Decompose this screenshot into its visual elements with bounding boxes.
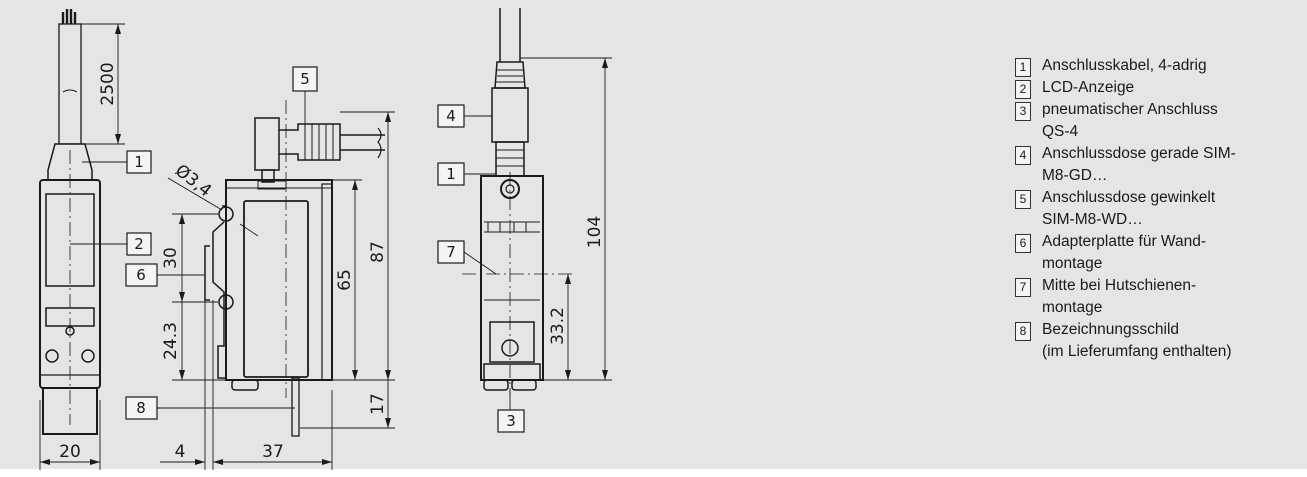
legend-line: SIM-M8-WD… bbox=[1042, 211, 1143, 228]
legend-line: M8-GD… bbox=[1042, 167, 1108, 184]
legend-number: 5 bbox=[1015, 190, 1031, 209]
svg-text:4: 4 bbox=[446, 107, 456, 125]
dim-lower-hole: 24.3 bbox=[161, 322, 181, 360]
callout-1-rear: 1 bbox=[437, 162, 465, 186]
front-view bbox=[39, 9, 127, 470]
legend: 1 Anschlusskabel, 4-adrig 2 LCD-Anzeige 3 pne… bbox=[1015, 57, 1305, 365]
svg-text:5: 5 bbox=[300, 70, 310, 88]
legend-line: Adapterplatte für Wand- bbox=[1042, 233, 1206, 250]
dim-right-height: 104 bbox=[585, 216, 605, 248]
callout-5: 5 bbox=[292, 66, 318, 92]
svg-text:8: 8 bbox=[136, 399, 146, 417]
legend-line: (im Lieferumfang enthalten) bbox=[1042, 343, 1232, 360]
dim-depth: 37 bbox=[262, 442, 284, 462]
legend-line: Anschlussdose gerade SIM- bbox=[1042, 145, 1236, 162]
callout-1-front: 1 bbox=[126, 150, 152, 174]
legend-item-2: 2 LCD-Anzeige bbox=[1015, 79, 1305, 99]
legend-item-7: 7 Mitte bei Hutschienen-montage bbox=[1015, 277, 1305, 319]
legend-line: montage bbox=[1042, 255, 1103, 272]
callout-7: 7 bbox=[437, 240, 465, 264]
callout-2: 2 bbox=[126, 232, 152, 256]
legend-number: 2 bbox=[1015, 80, 1031, 99]
legend-number: 3 bbox=[1015, 102, 1031, 121]
legend-text: LCD-Anzeige bbox=[1042, 77, 1134, 99]
legend-line: Anschlusskabel, 4-adrig bbox=[1042, 57, 1207, 74]
legend-number: 6 bbox=[1015, 234, 1031, 253]
dim-hole-spacing: 30 bbox=[161, 247, 181, 269]
legend-line: Anschlussdose gewinkelt bbox=[1042, 189, 1216, 206]
legend-item-6: 6 Adapterplatte für Wand-montage bbox=[1015, 233, 1305, 275]
svg-text:6: 6 bbox=[136, 266, 146, 284]
legend-line: QS-4 bbox=[1042, 123, 1079, 140]
svg-text:1: 1 bbox=[134, 153, 144, 171]
legend-text: Anschlusskabel, 4-adrig bbox=[1042, 55, 1207, 77]
dim-total-height: 87 bbox=[368, 241, 388, 263]
legend-item-1: 1 Anschlusskabel, 4-adrig bbox=[1015, 57, 1305, 77]
dim-body-height: 65 bbox=[335, 269, 355, 291]
legend-text: Bezeichnungsschild (im Lieferumfang entha… bbox=[1042, 319, 1232, 363]
svg-text:7: 7 bbox=[446, 243, 456, 261]
dim-plate-offset: 4 bbox=[175, 442, 186, 462]
legend-line: Bezeichnungsschild bbox=[1042, 321, 1180, 338]
legend-text: Adapterplatte für Wand-montage bbox=[1042, 231, 1206, 275]
dim-cable-length: 2500 bbox=[98, 62, 118, 105]
legend-text: Mitte bei Hutschienen-montage bbox=[1042, 275, 1196, 319]
callout-6: 6 bbox=[125, 263, 158, 287]
legend-number: 8 bbox=[1015, 322, 1031, 341]
dim-center-height: 33.2 bbox=[548, 307, 568, 345]
callout-3: 3 bbox=[497, 409, 525, 433]
svg-text:3: 3 bbox=[506, 412, 516, 430]
svg-text:1: 1 bbox=[446, 165, 456, 183]
dimension-drawing: 2500 20 Ø3,4 30 24.3 65 87 17 4 37 104 3… bbox=[39, 8, 612, 470]
legend-line: montage bbox=[1042, 299, 1103, 316]
legend-number: 7 bbox=[1015, 278, 1031, 297]
dim-bottom-offset: 17 bbox=[368, 393, 388, 415]
callout-8: 8 bbox=[125, 396, 158, 420]
legend-number: 4 bbox=[1015, 146, 1031, 165]
rear-view bbox=[462, 8, 612, 410]
callout-4: 4 bbox=[437, 104, 465, 128]
legend-line: Mitte bei Hutschienen- bbox=[1042, 277, 1197, 294]
legend-number: 1 bbox=[1015, 58, 1031, 77]
dim-hole-diameter: Ø3,4 bbox=[171, 161, 215, 202]
side-view bbox=[157, 91, 395, 470]
svg-text:2: 2 bbox=[134, 235, 144, 253]
legend-item-4: 4 Anschlussdose gerade SIM- M8-GD… bbox=[1015, 145, 1305, 187]
legend-line: LCD-Anzeige bbox=[1042, 79, 1135, 96]
legend-item-8: 8 Bezeichnungsschild (im Lieferumfang enth… bbox=[1015, 321, 1305, 363]
dim-width-front: 20 bbox=[59, 442, 81, 462]
legend-text: Anschlussdose gerade SIM- M8-GD… bbox=[1042, 143, 1236, 187]
legend-line: pneumatischer Anschluss bbox=[1042, 101, 1218, 118]
